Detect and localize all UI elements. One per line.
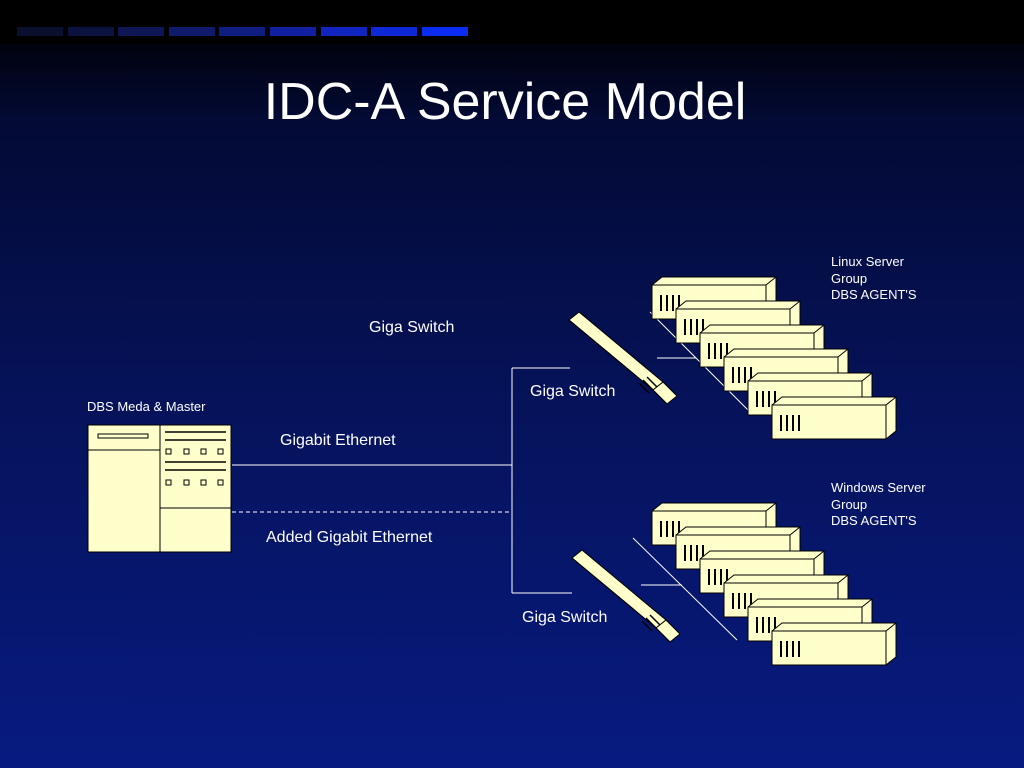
- switch-label-linux: Giga Switch: [530, 383, 616, 400]
- linux-group-line1: Linux Server: [831, 254, 904, 269]
- windows-bus-line: [632, 537, 738, 641]
- added-gigabit-ethernet-label: Added Gigabit Ethernet: [266, 529, 433, 546]
- progress-segment: [219, 27, 265, 36]
- switch-label-top-left: Giga Switch: [369, 319, 455, 336]
- progress-segment: [422, 27, 468, 36]
- progress-segment: [169, 27, 215, 36]
- master-server-icon: [87, 424, 232, 553]
- linux-group-line2: Group: [831, 270, 868, 286]
- windows-group-label: Windows Server Group DBS AGENT'S: [831, 480, 926, 530]
- windows-server-icon: [771, 622, 897, 666]
- progress-segment: [118, 27, 164, 36]
- slide-title: IDC-A Service Model: [263, 73, 747, 131]
- switch-label-windows: Giga Switch: [522, 609, 608, 626]
- progress-segment: [68, 27, 114, 36]
- gigabit-ethernet-label: Gigabit Ethernet: [280, 432, 396, 449]
- windows-group-line1: Windows Server: [831, 480, 926, 495]
- progress-segment: [371, 27, 417, 36]
- progress-segment: [270, 27, 316, 36]
- windows-group-line3: DBS AGENT'S: [831, 513, 917, 528]
- progress-segment: [17, 27, 63, 36]
- master-server-label: DBS Meda & Master: [87, 399, 206, 414]
- linux-group-label: Linux Server Group DBS AGENT'S: [831, 254, 917, 304]
- windows-group-line2: Group: [831, 496, 868, 512]
- windows-switch-icon: [571, 549, 681, 643]
- top-band: [0, 0, 1024, 44]
- linux-group-line3: DBS AGENT'S: [831, 287, 917, 302]
- linux-server-icon: [771, 396, 897, 440]
- progress-segment: [321, 27, 367, 36]
